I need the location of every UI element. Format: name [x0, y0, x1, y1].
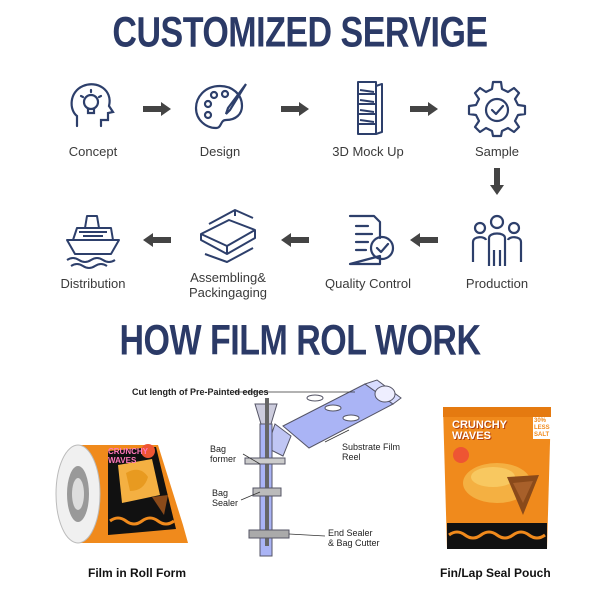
arrow-down-icon [490, 168, 504, 195]
gear-check-icon [467, 80, 527, 138]
cut-length-label: Cut length of Pre-Painted edges [132, 387, 269, 397]
step-label: Design [199, 144, 241, 159]
cargo-ship-icon [66, 215, 120, 269]
step-label: Production [465, 276, 529, 291]
arrow-left-icon [410, 233, 438, 247]
step-production: Production [442, 210, 552, 291]
palette-icon [194, 83, 247, 130]
step-quality-control: Quality Control [313, 210, 423, 291]
team-icon [471, 214, 523, 266]
pouch-badge: 30% LESS SALT [534, 418, 550, 438]
how-film-roll-heading: HOW FILM ROL WORK [119, 317, 481, 365]
step-label: Distribution [60, 276, 126, 291]
step-assembling-packaging: Assembling&Packingaging [173, 204, 283, 300]
bag-former-label: Bag former [210, 444, 237, 464]
arrow-right-icon [281, 102, 309, 116]
step-label: Sample [474, 144, 520, 159]
bag-sealer-label: Bag Sealer [212, 488, 239, 508]
step-sample: Sample [442, 78, 552, 159]
step-distribution: Distribution [38, 210, 148, 291]
checklist-icon [348, 214, 395, 266]
step-label: Concept [68, 144, 118, 159]
roll-brand-text: CRUNCHY WAVES [108, 447, 148, 465]
display-shelf-icon [357, 81, 383, 135]
customized-service-heading: CUSTOMIZED SERVIGE [112, 9, 488, 57]
step-design: Design [165, 78, 275, 159]
arrow-left-icon [143, 233, 171, 247]
step-3d-mock-up: 3D Mock Up [313, 78, 423, 159]
lightbulb-head-icon [70, 83, 115, 128]
end-sealer-label: End Sealer & Bag Cutter [328, 528, 380, 548]
step-label: Quality Control [325, 276, 411, 291]
arrow-right-icon [143, 102, 171, 116]
stacked-trays-icon [200, 209, 256, 263]
pouch-brand-text: CRUNCHY WAVES [452, 419, 507, 442]
pouch-caption: Fin/Lap Seal Pouch [440, 566, 551, 580]
form-fill-seal-machine-diagram [233, 379, 402, 557]
arrow-right-icon [410, 102, 438, 116]
step-label: Assembling&Packingaging [188, 270, 268, 300]
step-concept: Concept [38, 78, 148, 159]
step-label: 3D Mock Up [332, 144, 404, 159]
seal-pouch-image [443, 407, 551, 549]
film-roll-image [55, 444, 188, 544]
substrate-film-reel-label: Substrate Film Reel [342, 442, 401, 462]
arrow-left-icon [281, 233, 309, 247]
roll-caption: Film in Roll Form [88, 566, 186, 580]
